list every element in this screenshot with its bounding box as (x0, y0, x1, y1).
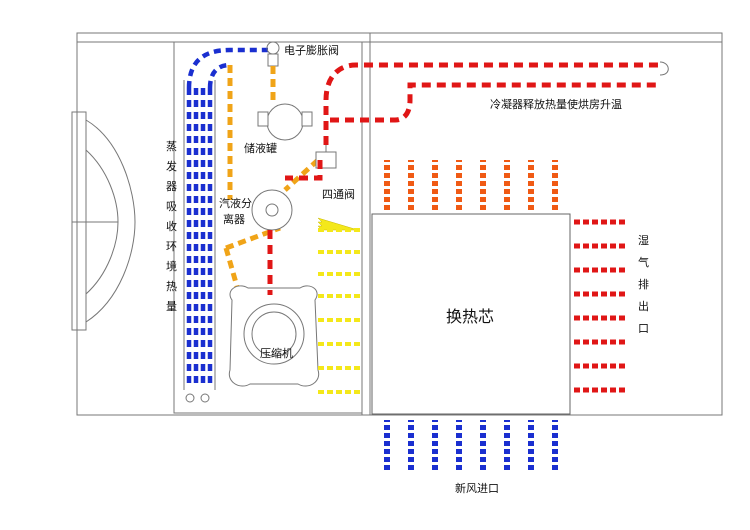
humid-air-arrows (574, 219, 625, 393)
hot-gas-pipes (267, 62, 660, 295)
compressor-label: 压缩机 (260, 346, 293, 360)
condenser-heat-label: 冷凝器释放热量使烘房升温 (490, 97, 622, 111)
evaporator-coil (183, 47, 268, 403)
fresh-air-inlet-label: 新风进口 (455, 481, 499, 495)
heat-exchanger-core (371, 213, 571, 415)
separator-label: 汽液分离器 (219, 196, 252, 226)
fresh-air-arrows (384, 420, 558, 470)
expansion-valve (266, 41, 280, 67)
compressor (228, 285, 320, 387)
receiver-tank (257, 103, 313, 141)
expansion-valve-label: 电子膨胀阀 (284, 43, 339, 57)
receiver-label: 储液罐 (244, 141, 277, 155)
condenser-bend (659, 61, 669, 76)
four-way-valve-label: 四通阀 (322, 187, 355, 201)
inflow-arrows-yellow (318, 228, 360, 394)
heat-exchanger-core-label: 换热芯 (446, 307, 494, 326)
humid-exhaust-label: 湿气排出口 (638, 234, 649, 335)
gas-liquid-separator (251, 189, 293, 231)
warm-air-arrows (384, 160, 558, 210)
unit-housing (76, 32, 723, 416)
liquid-pipes (223, 65, 320, 291)
fan-icon (71, 111, 136, 331)
evaporator-absorb-label: 蒸发器吸收环境热量 (166, 140, 177, 313)
